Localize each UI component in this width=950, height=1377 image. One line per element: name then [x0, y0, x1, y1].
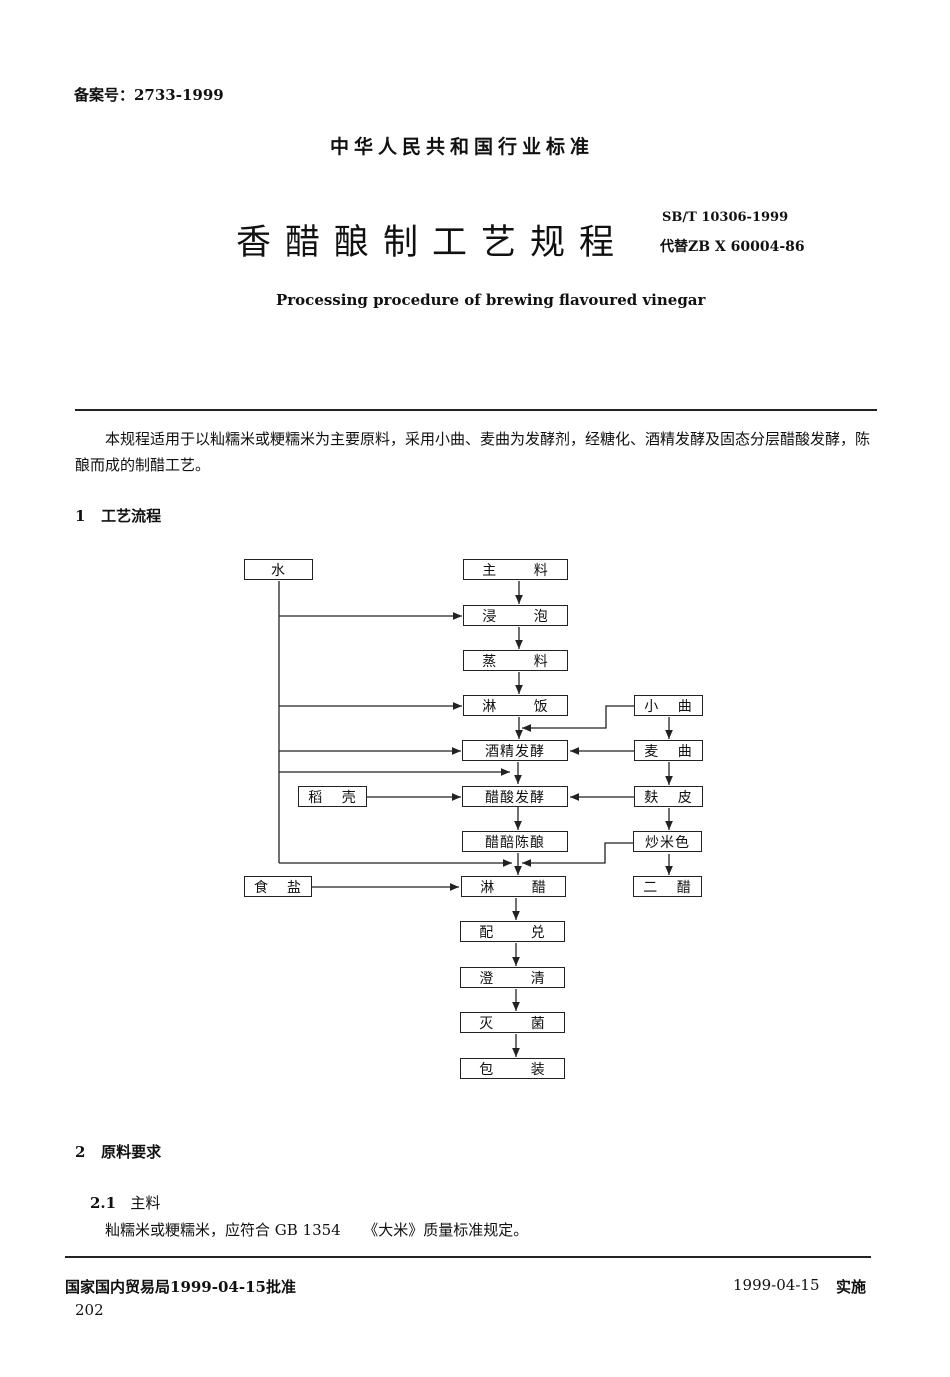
flow-box-steaming: 蒸料	[463, 650, 568, 671]
box-label: 澄	[479, 970, 495, 987]
box-label: 菌	[530, 1015, 546, 1032]
box-label: 小	[644, 698, 660, 715]
box-label: 壳	[341, 789, 357, 806]
box-label: 皮	[677, 789, 693, 806]
box-label: 醋酸发酵	[485, 789, 545, 806]
record-number: 备案号：2733-1999	[74, 86, 224, 104]
section-2-heading: 2 原料要求	[75, 1141, 161, 1162]
flow-box-xiaoqu: 小曲	[634, 695, 703, 716]
box-label: 醋	[531, 879, 547, 896]
section-1-heading: 1 工艺流程	[75, 505, 161, 526]
box-label: 清	[530, 970, 546, 987]
box-label: 主	[482, 562, 498, 579]
box-label: 食	[254, 879, 269, 896]
flow-box-aging: 醋醅陈酿	[462, 831, 568, 852]
box-label: 麸	[644, 789, 660, 806]
box-label: 浸	[482, 608, 498, 625]
flow-box-maiqu: 麦曲	[634, 740, 703, 761]
box-label: 包	[479, 1061, 495, 1078]
box-label: 灭	[479, 1015, 495, 1032]
box-label: 泡	[533, 608, 549, 625]
footer-divider	[65, 1256, 871, 1258]
box-label: 稻	[308, 789, 324, 806]
box-label: 醋醅陈酿	[485, 834, 545, 851]
standard-code: SB/T 10306-1999	[662, 210, 789, 225]
box-label: 饭	[533, 698, 549, 715]
box-label: 曲	[677, 698, 693, 715]
section-2-1-text: 籼糯米或粳糯米，应符合 GB 1354 《大米》质量标准规定。	[105, 1221, 529, 1239]
box-label: 装	[530, 1061, 546, 1078]
box-label: 料	[533, 653, 549, 670]
box-label: 配	[479, 924, 495, 941]
box-label: 麦	[644, 743, 660, 760]
flow-box-main-material: 主料	[463, 559, 568, 580]
box-label: 二	[643, 879, 659, 896]
flow-box-rinsing-rice: 淋饭	[463, 695, 568, 716]
flow-box-sterilizing: 灭菌	[460, 1012, 565, 1033]
flow-box-packaging: 包装	[460, 1058, 565, 1079]
approval-line: 国家国内贸易局1999-04-15批准	[65, 1278, 296, 1296]
flow-box-water: 水	[244, 559, 313, 580]
flow-box-clarifying: 澄清	[460, 967, 565, 988]
flow-box-salt: 食盐	[244, 876, 312, 897]
replaces-standard: 代替ZB X 60004-86	[660, 239, 805, 255]
page-number: 202	[75, 1301, 104, 1319]
box-label: 曲	[677, 743, 693, 760]
section-number: 2	[75, 1143, 86, 1161]
box-label: 淋	[482, 698, 498, 715]
industry-standard-heading: 中华人民共和国行业标准	[330, 136, 595, 158]
box-label: 盐	[287, 879, 302, 896]
flow-box-bran: 麸皮	[634, 786, 703, 807]
flow-box-alcohol-fermentation: 酒精发酵	[462, 740, 568, 761]
box-label: 炒米色	[645, 834, 690, 851]
english-title: Processing procedure of brewing flavoure…	[276, 291, 706, 309]
flow-box-fried-rice-color: 炒米色	[633, 831, 702, 852]
box-label: 料	[533, 562, 549, 579]
box-label: 蒸	[482, 653, 498, 670]
section-title: 原料要求	[101, 1143, 162, 1161]
box-label: 兑	[530, 924, 546, 941]
section-2-1-heading: 2.1 主料	[90, 1192, 160, 1213]
section-title: 主料	[130, 1194, 161, 1212]
box-label: 酒精发酵	[485, 743, 545, 760]
box-label: 醋	[676, 879, 692, 896]
flow-box-acetic-fermentation: 醋酸发酵	[462, 786, 568, 807]
section-number: 1	[75, 507, 86, 525]
box-label: 水	[271, 562, 286, 579]
intro-paragraph: 本规程适用于以籼糯米或粳糯米为主要原料，采用小曲、麦曲为发酵剂，经糖化、酒精发酵…	[75, 430, 871, 474]
section-title: 工艺流程	[101, 507, 162, 525]
section-number: 2.1	[90, 1194, 117, 1212]
divider	[75, 409, 877, 411]
flow-box-leaching: 淋醋	[461, 876, 566, 897]
implementation-date: 1999-04-15	[733, 1276, 820, 1294]
flow-box-blending: 配兑	[460, 921, 565, 942]
page-title: 香醋酿制工艺规程	[236, 223, 629, 263]
implementation-label: 实施	[836, 1278, 867, 1296]
flow-box-second-vinegar: 二醋	[633, 876, 702, 897]
flow-box-soaking: 浸泡	[463, 605, 568, 626]
box-label: 淋	[480, 879, 496, 896]
flow-box-rice-husk: 稻壳	[298, 786, 367, 807]
